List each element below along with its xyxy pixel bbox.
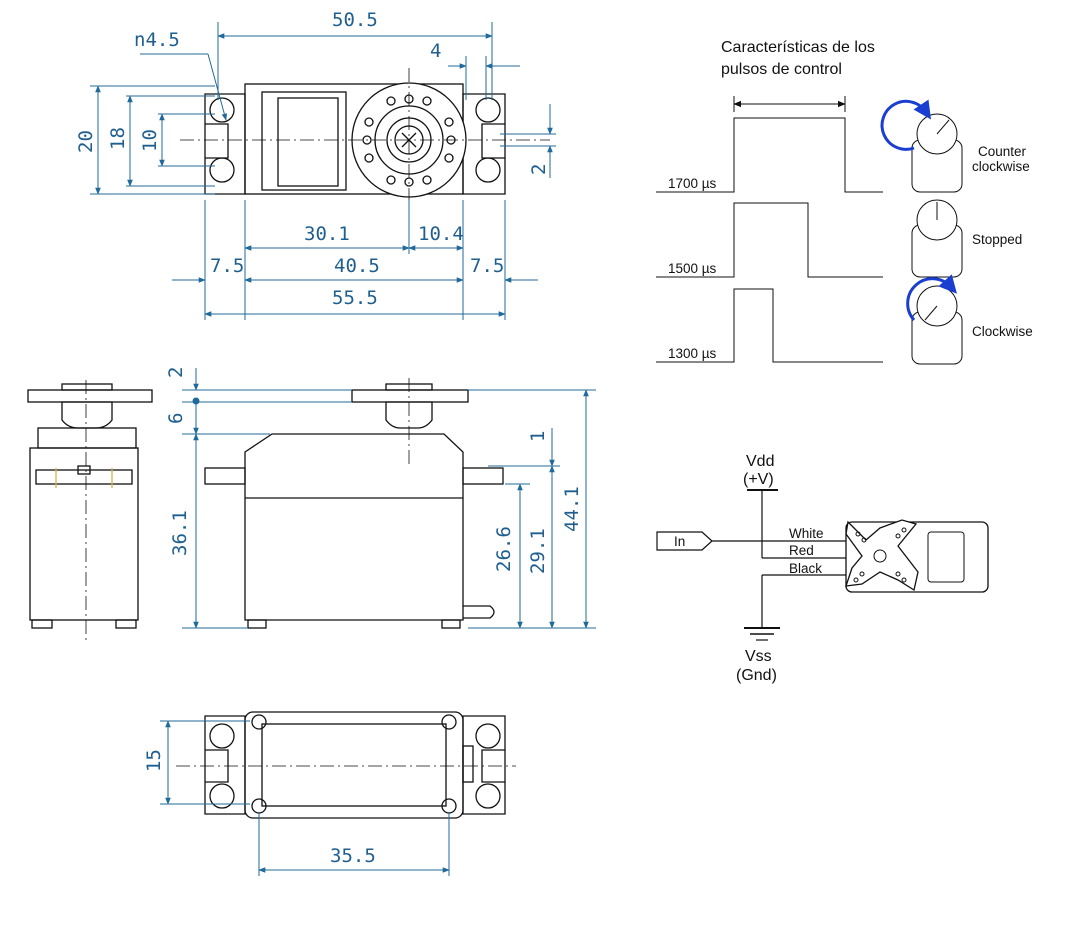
dim-2-top: 2	[528, 164, 550, 175]
dim-18: 18	[107, 127, 129, 150]
servo-icon	[845, 519, 989, 593]
cw-knob-icon	[906, 274, 963, 365]
top-view: 50.5 n4.5 4 20 18 10 2 30.1 10.4 7.5 40.…	[75, 9, 556, 320]
pulse-1500: 1500 µs	[668, 261, 717, 276]
state-clockwise: Clockwise	[972, 324, 1033, 339]
pulse-chart: Características de los pulsos de control…	[656, 39, 1033, 365]
dim-2-side: 2	[165, 367, 187, 378]
dim-50-5: 50.5	[332, 9, 378, 31]
wire-white: White	[789, 526, 824, 541]
wiring-diagram: Vdd (+V) In White Red Black Vss (Gnd)	[656, 453, 989, 684]
bottom-view: 15 35.5	[143, 711, 516, 876]
dim-36-1: 36.1	[169, 510, 191, 556]
input-label: In	[674, 534, 685, 549]
dim-26-6: 26.6	[493, 526, 515, 572]
dim-30-1: 30.1	[304, 223, 350, 245]
end-view	[27, 380, 153, 640]
wire-black: Black	[789, 561, 822, 576]
dim-15: 15	[143, 749, 165, 772]
dim-40-5: 40.5	[334, 255, 380, 277]
dim-10-4: 10.4	[418, 223, 464, 245]
input-port	[656, 531, 713, 551]
side-view: 2 6 36.1 1 26.6 29.1 44.1	[165, 367, 596, 629]
dim-20: 20	[75, 130, 97, 153]
dim-1: 1	[527, 431, 549, 442]
vdd-label: Vdd	[746, 453, 774, 470]
vss-label: Vss	[745, 648, 772, 665]
dim-29-1: 29.1	[527, 528, 549, 574]
pulse-title-line1: Características de los	[721, 39, 875, 56]
dim-35-5: 35.5	[330, 845, 376, 867]
wire-red: Red	[789, 543, 814, 558]
pulse-1700: 1700 µs	[668, 176, 717, 191]
dim-10: 10	[139, 129, 161, 152]
dim-7-5-right: 7.5	[470, 255, 504, 277]
pulse-1300: 1300 µs	[668, 346, 717, 361]
vdd-sub-label: (+V)	[743, 471, 774, 488]
stopped-knob-icon	[911, 199, 963, 278]
dim-4: 4	[430, 40, 441, 62]
state-clockwise-ccw: clockwise	[972, 159, 1030, 174]
vss-sub-label: (Gnd)	[736, 667, 777, 684]
dim-n4-5: n4.5	[134, 29, 180, 51]
ccw-knob-icon	[880, 99, 963, 193]
dim-44-1: 44.1	[561, 486, 583, 532]
pulse-title-line2: pulsos de control	[721, 61, 842, 78]
state-stopped: Stopped	[972, 232, 1022, 247]
state-counter: Counter	[978, 144, 1027, 159]
dim-7-5-left: 7.5	[210, 255, 244, 277]
dim-55-5: 55.5	[332, 287, 378, 309]
dim-6: 6	[165, 413, 187, 424]
